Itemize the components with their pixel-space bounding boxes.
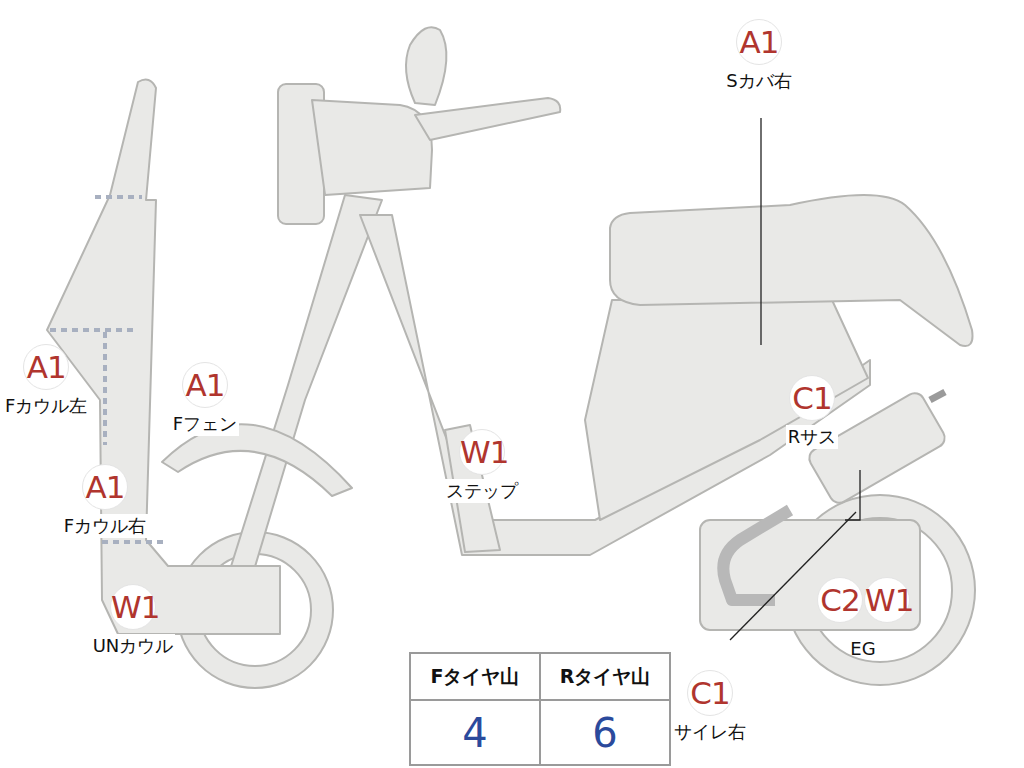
callout: C2 [817,577,863,623]
callout-number: W1 [459,429,505,475]
part-name: Fフェン [171,412,239,436]
callout-number: W1 [110,584,156,630]
table-cell: 4 [462,710,487,756]
callout: A1Fカウル右 [62,464,148,538]
table-header: Fタイヤ山 [431,664,520,690]
callout: C1Rサス [786,375,839,449]
leader-lines [730,118,860,640]
callout-number: C2 [817,577,863,623]
tread-table [410,653,670,765]
mirror [406,27,446,105]
part-name: Sカバ右 [724,69,793,93]
seat [610,195,973,346]
callout: A1Fフェン [171,362,239,436]
callout-number: W1 [864,577,910,623]
part-name: サイレ右 [672,720,748,744]
callout-number: A1 [82,464,128,510]
handle-cover [312,100,432,195]
callout: A1Fカウル左 [3,344,89,418]
callout: W1 ステップ [444,429,520,503]
callout-number: A1 [736,19,782,65]
handlebar [415,98,560,140]
callout-number: A1 [23,344,69,390]
part-name: Fカウル左 [3,394,89,418]
callout: C1 サイレ右 [672,670,748,744]
part-name: EG [850,638,875,659]
callout-number: C1 [789,375,835,421]
exhaust [723,510,790,600]
part-name: Rサス [786,425,839,449]
callout-number: C1 [687,670,733,716]
table-header: Rタイヤ山 [560,664,651,690]
front-cowl [47,80,280,634]
part-name: Fカウル右 [62,514,148,538]
table-cell: 6 [592,710,617,756]
callout: A1Sカバ右 [724,19,793,93]
part-name: UNカウル [91,634,176,658]
front-fork [222,195,382,600]
callout: W1UNカウル [91,584,176,658]
engine [700,520,920,630]
callout-number: A1 [182,362,228,408]
callout: W1 [864,577,910,623]
part-name: ステップ [444,479,520,503]
